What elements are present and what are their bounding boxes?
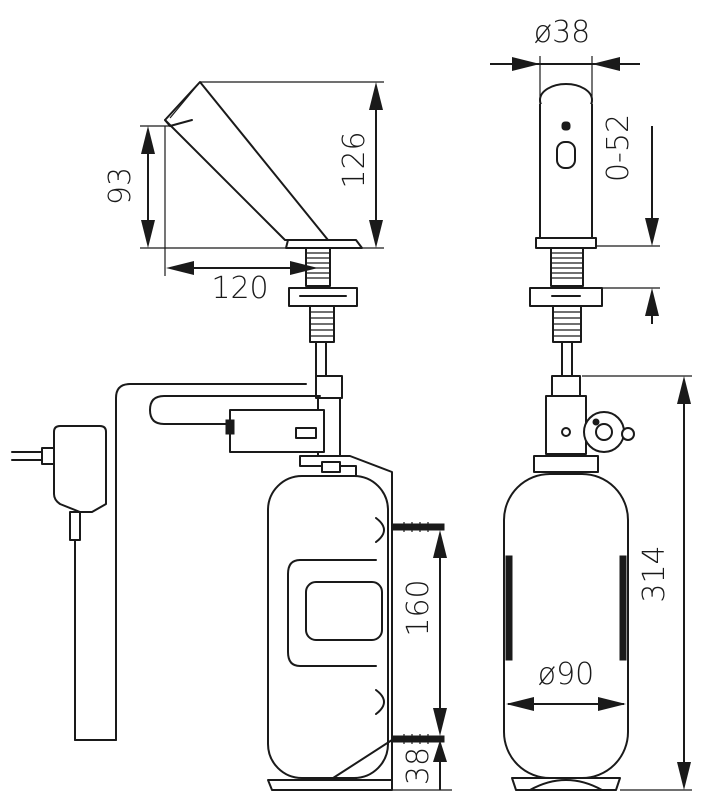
- dimension-126: 126: [200, 81, 384, 249]
- dimension-dia90: ø90: [506, 657, 626, 711]
- dimension-314: 314: [582, 375, 692, 791]
- label-93: 93: [103, 167, 138, 205]
- mount-pin-lower: [391, 734, 445, 744]
- dimension-160: 160: [401, 530, 447, 736]
- dimension-0-52: 0-52: [596, 114, 660, 324]
- label-160: 160: [401, 579, 436, 636]
- label-dia90: ø90: [538, 657, 595, 692]
- label-dia38: ø38: [534, 15, 591, 50]
- faucet-front-view: [503, 83, 635, 791]
- dimension-120: 120: [164, 126, 318, 306]
- mount-pin-upper: [391, 522, 445, 532]
- dimension-93: 93: [103, 125, 290, 249]
- dimension-dia38: ø38: [490, 15, 640, 104]
- label-314: 314: [637, 545, 672, 602]
- faucet-side-view: [11, 81, 445, 791]
- label-120: 120: [211, 271, 268, 306]
- label-38: 38: [401, 747, 436, 785]
- label-0-52: 0-52: [601, 114, 636, 182]
- dimension-38: 38: [392, 740, 452, 791]
- label-126: 126: [337, 131, 372, 188]
